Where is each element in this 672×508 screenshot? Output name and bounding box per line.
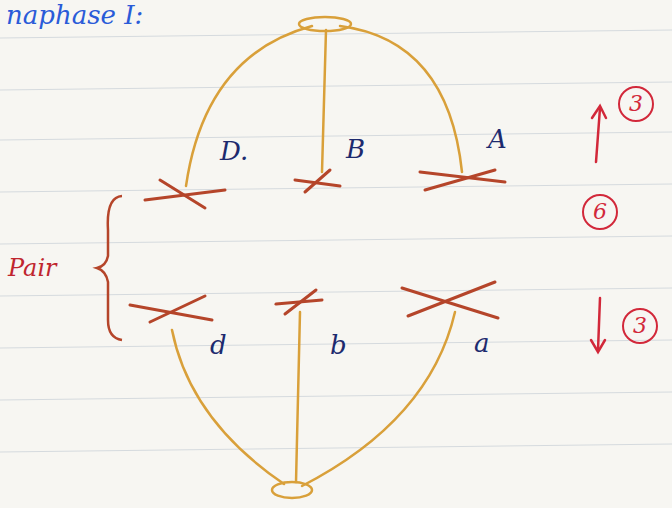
circled-number: 3 <box>618 86 654 122</box>
circled-number: 6 <box>582 194 618 230</box>
circled-number: 3 <box>622 308 658 344</box>
spindle-fibers <box>172 17 462 498</box>
chromosome-label: a <box>474 330 490 356</box>
chromosomes <box>130 170 505 322</box>
callout-number: 6 <box>593 201 607 223</box>
heading: naphase I: <box>6 2 143 28</box>
chromosome-label: D. <box>220 138 248 164</box>
pair-bracket <box>97 196 122 340</box>
chromosome-label: A <box>488 126 507 152</box>
chromosome-label: B <box>346 136 365 162</box>
bracket-label: Pair <box>8 256 57 280</box>
chromosome-label: b <box>330 332 347 358</box>
chromosome-label: d <box>210 332 227 358</box>
ruled-lines <box>0 30 672 452</box>
callout-number: 3 <box>629 93 643 115</box>
callout-number: 3 <box>633 315 647 337</box>
